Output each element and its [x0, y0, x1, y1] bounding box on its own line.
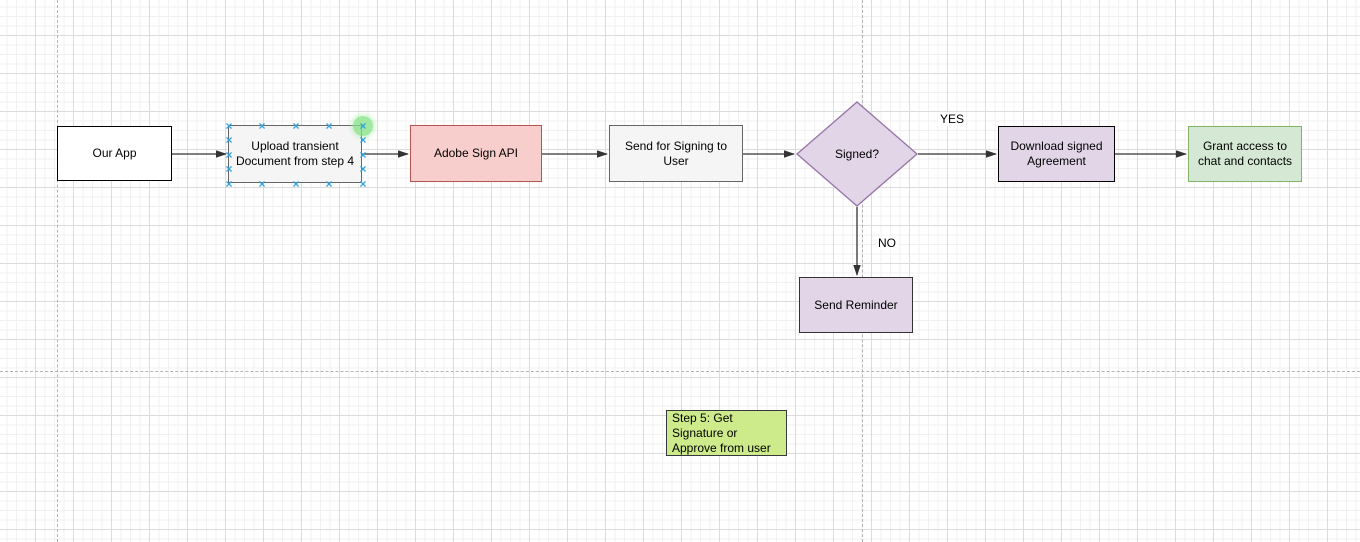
node-send-reminder[interactable]: Send Reminder [799, 277, 913, 333]
connection-point-icon[interactable] [224, 121, 234, 131]
node-adobe-sign-api[interactable]: Adobe Sign API [410, 125, 542, 182]
page-guide-horizontal [0, 371, 1360, 372]
edge-label-no: NO [876, 236, 898, 250]
node-label: Step 5: Get Signature or Approve from us… [672, 410, 771, 455]
connection-point-icon[interactable] [358, 164, 368, 174]
node-send-for-signing[interactable]: Send for Signing to User [609, 125, 743, 182]
connection-point-icon[interactable] [358, 150, 368, 160]
node-label: Our App [92, 146, 137, 160]
edge-label-yes: YES [938, 112, 967, 126]
node-label: Upload transient Document from step 4 [235, 139, 355, 168]
page-guide-vertical-left [57, 0, 58, 542]
connection-point-icon[interactable] [358, 121, 368, 131]
connection-point-icon[interactable] [291, 179, 301, 189]
node-label: Adobe Sign API [433, 146, 519, 160]
connection-point-icon[interactable] [224, 179, 234, 189]
connection-point-icon[interactable] [257, 121, 267, 131]
node-step5-note[interactable]: Step 5: Get Signature or Approve from us… [666, 410, 787, 456]
node-our-app[interactable]: Our App [57, 126, 172, 181]
connection-point-icon[interactable] [358, 179, 368, 189]
connection-point-icon[interactable] [257, 179, 267, 189]
connection-point-icon[interactable] [324, 121, 334, 131]
connection-point-icon[interactable] [224, 164, 234, 174]
node-label: Grant access to chat and contacts [1197, 139, 1293, 168]
node-signed-decision[interactable]: Signed? [796, 101, 918, 207]
diamond-shape [796, 101, 918, 207]
connection-point-icon[interactable] [358, 135, 368, 145]
node-label: Signed? [834, 146, 880, 161]
connection-point-icon[interactable] [291, 121, 301, 131]
node-label: Download signed Agreement [1010, 139, 1103, 168]
connection-point-icon[interactable] [224, 135, 234, 145]
page-guide-vertical-right [862, 0, 863, 542]
connection-point-icon[interactable] [224, 150, 234, 160]
node-download-signed-agreement[interactable]: Download signed Agreement [998, 126, 1115, 182]
node-upload-transient-document[interactable]: Upload transient Document from step 4 [228, 116, 373, 183]
connection-point-icon[interactable] [324, 179, 334, 189]
node-label: Send for Signing to User [624, 138, 728, 168]
node-label: Send Reminder [814, 297, 898, 312]
node-grant-access[interactable]: Grant access to chat and contacts [1188, 126, 1302, 182]
